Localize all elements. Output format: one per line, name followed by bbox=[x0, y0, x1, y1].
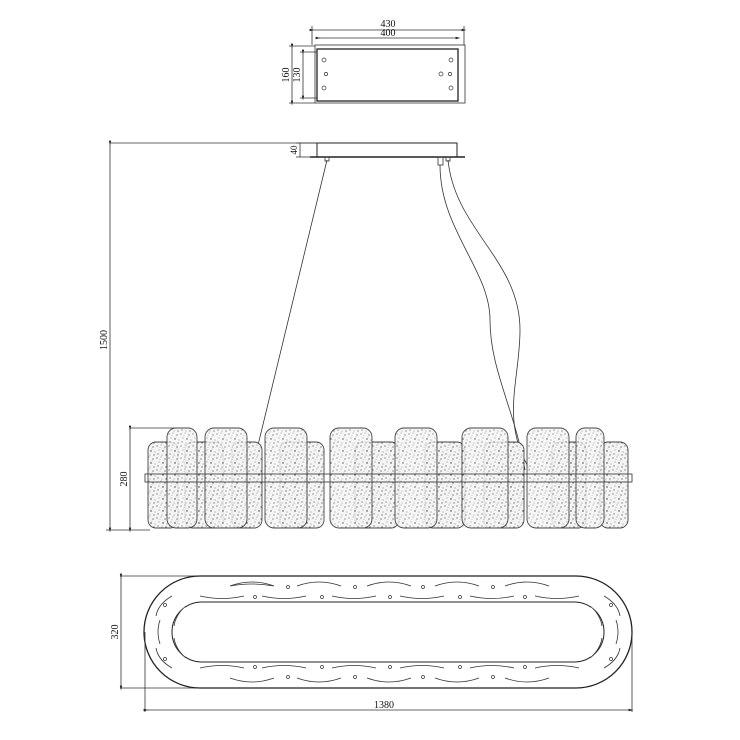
canopy-inner-plate bbox=[316, 48, 459, 102]
mount-hole-icon bbox=[448, 85, 454, 91]
canopy-outer-outline bbox=[314, 44, 466, 104]
mount-hole-icon bbox=[448, 57, 454, 63]
canopy-height-inner-label: 130 bbox=[292, 68, 303, 83]
canopy-height-label: 40 bbox=[289, 145, 299, 155]
canopy-width-inner-label: 400 bbox=[381, 28, 396, 39]
outer-ring bbox=[143, 575, 633, 689]
cable-gland bbox=[437, 156, 444, 166]
mount-hole-icon bbox=[321, 85, 327, 91]
ring-holes bbox=[163, 585, 613, 679]
mount-hole-icon bbox=[321, 57, 327, 63]
canopy-height-outer-label: 160 bbox=[281, 68, 292, 83]
canopy-side bbox=[316, 142, 458, 158]
central-rail bbox=[144, 473, 633, 483]
crystal-panels-front bbox=[166, 427, 605, 529]
slots-left-end bbox=[155, 595, 187, 669]
suspension-cable-right bbox=[447, 159, 531, 471]
canopy-width-outer-label: 430 bbox=[381, 19, 396, 30]
mount-hole-icon bbox=[448, 72, 452, 76]
slots-right-end bbox=[589, 595, 621, 669]
canopy-top-view: 430 400 160 130 bbox=[281, 19, 467, 106]
total-height-label: 1500 bbox=[99, 330, 110, 350]
mount-hole-icon bbox=[324, 72, 328, 76]
plan-view: 320 bbox=[110, 573, 634, 712]
plan-length-label: 1380 bbox=[374, 700, 394, 711]
fixture-height-label: 280 bbox=[119, 472, 130, 487]
plan-width-label: 320 bbox=[110, 625, 121, 640]
suspension-cable-left bbox=[251, 159, 328, 471]
slots-bottom-outer bbox=[229, 677, 550, 683]
side-elevation-view: 40 1500 280 bbox=[99, 140, 633, 533]
inner-ring bbox=[171, 601, 605, 663]
power-cable bbox=[439, 164, 526, 471]
slots-bottom-inner bbox=[199, 665, 580, 669]
slots-top-inner bbox=[199, 595, 580, 599]
mount-hole-icon bbox=[438, 71, 444, 77]
slots-top-outer bbox=[229, 581, 550, 587]
